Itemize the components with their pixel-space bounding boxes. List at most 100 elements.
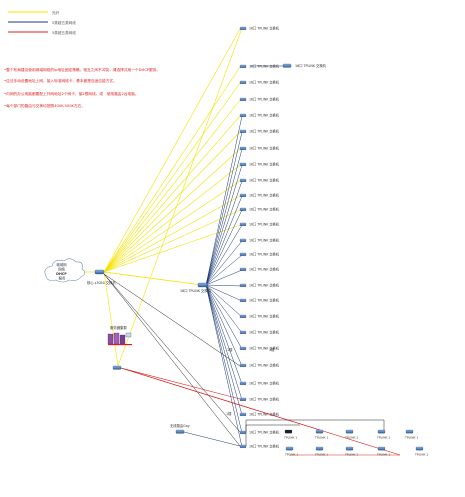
access-switch-label: 16口 TPLINK 交换机 — [249, 206, 280, 211]
access-switch[interactable]: 16口 TPLINK 交换机 — [239, 79, 280, 84]
switch-icon — [239, 207, 247, 211]
access-switch[interactable]: 16口 TPLINK 交换机 — [239, 251, 280, 256]
switch-icon — [239, 113, 247, 117]
access-switch[interactable]: 16口 TPLINK 交换机 — [239, 396, 280, 401]
access-switch[interactable]: 16口 TPLINK 交换机 — [239, 128, 280, 133]
server-base-icon — [108, 344, 132, 346]
lan-link — [205, 284, 243, 334]
switch-icon — [415, 446, 424, 451]
red-lan-link — [120, 367, 401, 456]
lan-link — [205, 148, 243, 286]
access-switch-label: 16口 TPLINK 交换机 — [249, 96, 280, 101]
top-right-switch-icon — [282, 63, 292, 68]
access-switch-label: 16口 TPLINK 交换机 — [249, 396, 280, 401]
access-switch[interactable]: 16口 TPLINK 交换机 — [239, 221, 280, 226]
access-switch[interactable]: 16口 TPLINK 交换机 — [239, 443, 280, 448]
access-switch[interactable]: 16口 TPLINK 交换机 — [239, 96, 280, 101]
switch-icon — [239, 64, 247, 68]
access-switch[interactable]: 16口 TPLINK 交换机 — [239, 112, 280, 117]
top-right-switch-label: 16口 TPLINK 交换机 — [295, 63, 327, 68]
bottom-device-bottom[interactable]: TPLINK 1 — [344, 446, 358, 457]
bottom-device-top[interactable]: TPLINK 1 — [344, 429, 358, 440]
access-switch-label: 16口 TPLINK 交换机 — [249, 128, 280, 133]
access-switch[interactable]: 16口 TPLINK 交换机 — [239, 237, 280, 242]
distribution-switch[interactable]: 16口 TPLINK 交换机 — [180, 282, 212, 293]
router-icon — [175, 429, 185, 434]
bottom-row: TPLINK 1 TPLINK 1 TPLINK 1 TPLINK 1 TPLINK 1… — [283, 429, 428, 457]
fiber-link — [103, 66, 241, 273]
fiber-link — [103, 148, 241, 273]
lan-link — [205, 164, 243, 286]
access-switch[interactable]: 16口 TPLINK 交换机 — [239, 192, 280, 197]
access-switch[interactable]: 16口 TPLINK 交换机 — [239, 297, 280, 302]
legend-label-fiber: 光纤 — [52, 10, 60, 15]
bottom-device-label: TPLINK 1 — [314, 436, 328, 440]
server-switch[interactable] — [112, 365, 122, 370]
switch-icon — [239, 97, 247, 101]
access-switch-label: 16口 TPLINK 交换机 — [249, 282, 280, 287]
access-switch[interactable]: 16口 TPLINK 交换机 — [239, 429, 280, 434]
bottom-device-bottom[interactable]: TPLINK 1 — [376, 446, 390, 457]
bottom-device-label: TPLINK 1 — [344, 453, 358, 457]
switch-icon — [285, 446, 294, 451]
access-switch[interactable]: 16口 TPLINK 交换机 — [239, 411, 280, 416]
server-cluster[interactable]: 服务器集群 — [107, 325, 132, 346]
access-switch[interactable]: 16口 TPLINK 交换机 — [239, 63, 280, 68]
switch-icon — [239, 26, 247, 30]
bottom-device-top[interactable]: TPLINK 1 — [314, 429, 328, 440]
top-right-switch[interactable]: 16口 TPLINK 交换机 — [282, 63, 327, 68]
access-switch[interactable]: 16口 TPLINK 交换机 — [239, 145, 280, 150]
switch-icon — [405, 429, 414, 434]
bottom-device-top[interactable]: TPLINK 1 — [376, 429, 390, 440]
access-switch-label: 16口 TPLINK 交换机 — [249, 362, 280, 367]
access-switch[interactable]: 16口 TPLINK 交换机 — [239, 329, 280, 334]
bottom-device-label: TPLINK 1 — [344, 436, 358, 440]
access-switch[interactable]: 16口 TPLINK 交换机 — [239, 266, 280, 271]
bottom-device-bottom[interactable]: TPLINK 1 — [284, 446, 298, 457]
dist-switch-label: 16口 TPLINK 交换机 — [180, 288, 212, 293]
switch-icon — [239, 397, 247, 401]
access-switch-label: 16口 TPLINK 交换机 — [249, 63, 280, 68]
access-switch-label: 16口 TPLINK 交换机 — [249, 313, 280, 318]
access-switch[interactable]: 16口 TPLINK 交换机 — [239, 177, 280, 182]
access-switch-label: 16口 TPLINK 交换机 — [249, 79, 280, 84]
access-switch[interactable]: 16口 TPLINK 交换机 — [239, 345, 280, 350]
links — [82, 27, 401, 456]
lan-link — [205, 284, 243, 434]
switch-icon — [239, 252, 247, 256]
core-switch[interactable]: 核心 s3050 交换机 — [87, 269, 116, 285]
fiber-link-long — [117, 27, 243, 367]
access-switch[interactable]: 16口 TPLINK 交换机 — [239, 25, 280, 30]
access-switch-label: 16口 TPLINK 交换机 — [249, 237, 280, 242]
bottom-device-bottom[interactable]: TPLINK 1 — [414, 446, 428, 457]
access-switch[interactable]: 16口 TPLINK 交换机 — [239, 282, 280, 287]
bottom-device-label: TPLINK 1 — [414, 453, 428, 457]
bottom-device-top[interactable]: TPLINK 1 — [404, 429, 418, 440]
lan-link — [205, 284, 243, 448]
cloud-icon — [44, 258, 86, 283]
access-switch-label: 16口 TPLINK 交换机 — [249, 345, 280, 350]
bottom-device-bottom[interactable]: TPLINK 1 — [314, 446, 328, 457]
fiber-link — [103, 180, 241, 273]
access-switch[interactable]: 16口 TPLINK 交换机 — [239, 380, 280, 385]
access-switch-label: 16口 TPLINK 交换机 — [249, 145, 280, 150]
fiber-link — [103, 131, 241, 273]
switch-icon — [239, 129, 247, 133]
bottom-device-top[interactable]: TPLINK 1 — [283, 429, 297, 440]
access-switch-label: 16口 TPLINK 交换机 — [249, 329, 280, 334]
access-switch[interactable]: 16口 TPLINK 交换机 — [239, 362, 280, 367]
access-switch[interactable]: 16口 TPLINK 交换机 — [239, 206, 280, 211]
server-label: 服务器集群 — [110, 325, 128, 330]
access-switch[interactable]: 16口 TPLINK 交换机 — [239, 313, 280, 318]
switch-icon — [239, 381, 247, 385]
wireless-router[interactable]: 无线路由Gay — [170, 423, 190, 434]
lan-link — [205, 209, 243, 286]
router-label: 无线路由Gay — [170, 423, 190, 428]
access-switch-label: 16口 TPLINK 交换机 — [249, 266, 280, 271]
fiber-link — [103, 82, 241, 273]
dist-switch-icon — [197, 282, 208, 288]
lan-link — [205, 284, 243, 302]
access-switch[interactable]: 16口 TPLINK 交换机 — [239, 161, 280, 166]
note-2: •应法手动设置地址上网，接入标准网络卡，基本都是自适应能方式。 — [4, 78, 117, 83]
